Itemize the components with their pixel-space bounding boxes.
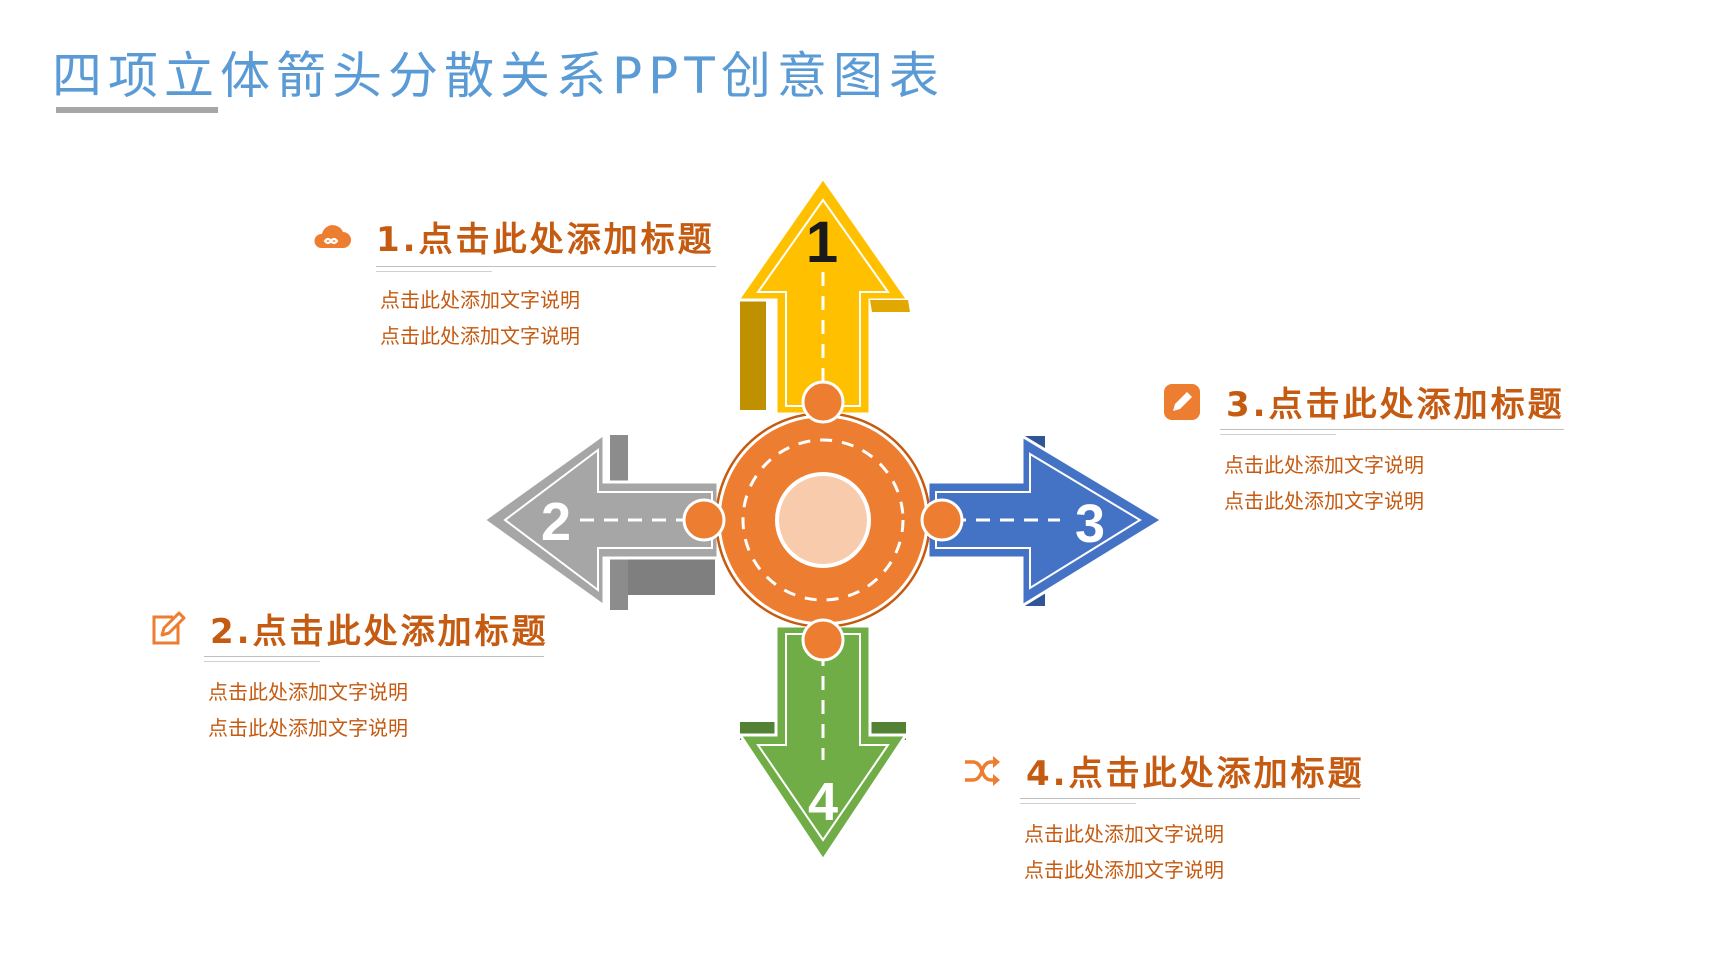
hub-knob-left bbox=[682, 498, 726, 542]
arrow-4: 4 bbox=[737, 624, 909, 863]
item-2: 2.点击此处添加标题 点击此处添加文字说明 点击此处添加文字说明 bbox=[146, 604, 549, 740]
item-1-divider bbox=[376, 266, 716, 267]
central-hub bbox=[682, 380, 964, 662]
shuffle-icon bbox=[965, 755, 1000, 786]
item-3-line-2[interactable]: 点击此处添加文字说明 bbox=[1224, 489, 1424, 513]
item-3-title[interactable]: 3.点击此处添加标题 bbox=[1226, 385, 1565, 425]
arrow-3-number: 3 bbox=[1075, 494, 1105, 554]
item-4: 4.点击此处添加标题 点击此处添加文字说明 点击此处添加文字说明 bbox=[962, 746, 1365, 882]
item-4-divider bbox=[1020, 798, 1360, 799]
item-4-line-2[interactable]: 点击此处添加文字说明 bbox=[1024, 858, 1224, 882]
page-title: 四项立体箭头分散关系PPT创意图表 bbox=[52, 47, 945, 105]
item-1: 1.点击此处添加标题 点击此处添加文字说明 点击此处添加文字说明 bbox=[312, 212, 716, 348]
item-4-line-1[interactable]: 点击此处添加文字说明 bbox=[1024, 822, 1224, 846]
item-3-divider bbox=[1220, 429, 1564, 430]
hub-knob-top bbox=[801, 380, 845, 424]
item-2-line-2[interactable]: 点击此处添加文字说明 bbox=[208, 716, 408, 740]
item-1-desc: 点击此处添加文字说明 点击此处添加文字说明 bbox=[380, 282, 580, 354]
item-1-divider-accent bbox=[376, 271, 492, 272]
item-3: 3.点击此处添加标题 点击此处添加文字说明 点击此处添加文字说明 bbox=[1162, 377, 1565, 513]
hub-knob-right bbox=[920, 498, 964, 542]
arrow-2-number: 2 bbox=[541, 492, 571, 552]
item-3-divider-accent bbox=[1220, 434, 1336, 435]
edit-icon bbox=[152, 611, 186, 644]
item-4-desc: 点击此处添加文字说明 点击此处添加文字说明 bbox=[1024, 816, 1224, 888]
item-1-line-2[interactable]: 点击此处添加文字说明 bbox=[380, 324, 580, 348]
item-2-divider bbox=[204, 656, 544, 657]
title-underline bbox=[56, 107, 218, 113]
item-3-line-1[interactable]: 点击此处添加文字说明 bbox=[1224, 453, 1424, 477]
hub-knob-bottom bbox=[801, 618, 845, 662]
item-1-line-1[interactable]: 点击此处添加文字说明 bbox=[380, 288, 580, 312]
arrow-1-number: 1 bbox=[806, 210, 838, 275]
item-2-desc: 点击此处添加文字说明 点击此处添加文字说明 bbox=[208, 674, 408, 746]
arrow-1: 1 bbox=[735, 175, 911, 416]
item-4-title[interactable]: 4.点击此处添加标题 bbox=[1026, 754, 1365, 794]
item-4-divider-accent bbox=[1020, 803, 1136, 804]
item-2-title[interactable]: 2.点击此处添加标题 bbox=[210, 612, 549, 652]
item-2-divider-accent bbox=[204, 661, 320, 662]
pencil-icon bbox=[1164, 383, 1200, 420]
arrow-3: 3 bbox=[926, 433, 1165, 609]
item-2-line-1[interactable]: 点击此处添加文字说明 bbox=[208, 680, 408, 704]
cloud-icon bbox=[314, 224, 351, 248]
arrow-4-number: 4 bbox=[808, 772, 838, 832]
item-3-desc: 点击此处添加文字说明 点击此处添加文字说明 bbox=[1224, 447, 1424, 519]
item-1-title[interactable]: 1.点击此处添加标题 bbox=[376, 220, 715, 260]
